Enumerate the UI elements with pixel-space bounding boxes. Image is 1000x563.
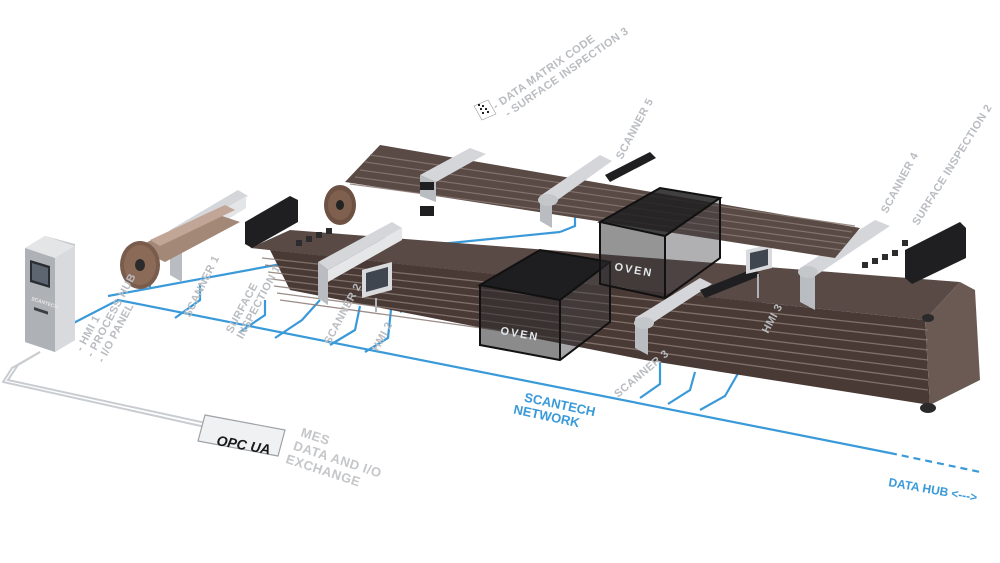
hmi-2-screen — [362, 262, 392, 312]
label-scanner-1: SCANNER 1 — [182, 254, 222, 320]
unwind-roll — [120, 205, 240, 289]
scanner-3-sensor — [700, 268, 760, 298]
data-matrix-scanner — [420, 148, 486, 216]
label-scanner-5: SCANNER 5 — [614, 96, 656, 161]
label-data-matrix-1: - DATA MATRIX CODE — [491, 33, 598, 113]
label-hmi-2: HMI 2 — [370, 320, 395, 353]
rewind-roll — [324, 185, 356, 225]
scanner-5-frame — [538, 155, 612, 228]
opc-cable — [1, 351, 216, 429]
hmi-3-screen — [746, 244, 772, 298]
data-matrix-code-icon — [473, 99, 497, 121]
surface-inspection-1-cameras — [245, 196, 332, 248]
control-cabinet: SCANTECH — [25, 236, 75, 352]
lower-line: OVEN — [120, 190, 980, 413]
scanner-3-frame — [634, 278, 712, 355]
label-data-matrix-2: - SURFACE INSPECTION 3 — [503, 25, 631, 119]
scanner-2-frame — [318, 222, 402, 305]
label-scanner-4: SCANNER 4 — [879, 150, 921, 215]
upper-line: OVEN — [324, 99, 860, 300]
surface-inspection-2-cameras — [862, 222, 966, 284]
label-data-hub: DATA HUB <---> — [887, 475, 978, 504]
oven-lower: OVEN — [477, 248, 613, 362]
label-surface-inspection-2: SURFACE INSPECTION 2 — [910, 102, 994, 227]
scanner-4-frame — [798, 220, 890, 310]
opc-ua-badge: OPC UA — [197, 414, 286, 457]
scanner-5-sensor — [605, 152, 656, 182]
oven-upper: OVEN — [597, 186, 723, 300]
